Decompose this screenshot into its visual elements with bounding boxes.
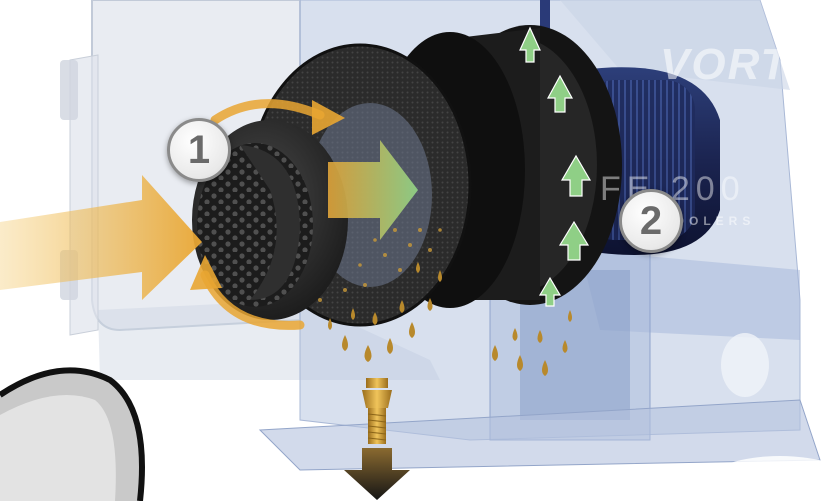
drain-fitting <box>362 378 392 444</box>
callout-stage-2: 2 <box>619 189 683 253</box>
intake-arrow <box>0 175 202 300</box>
rotation-arrowhead-bottom <box>190 255 222 290</box>
perforated-disc <box>192 120 348 320</box>
rotation-arrowhead-top <box>312 100 345 135</box>
callout-stage-1: 1 <box>167 118 231 182</box>
brand-watermark: VORTEX <box>660 40 838 89</box>
flow-arrow <box>328 140 418 240</box>
exhaust-arrows <box>519 26 592 307</box>
mount-hole <box>710 456 838 501</box>
duct-pipe <box>0 367 145 501</box>
oil-mist-dots <box>318 228 442 302</box>
oil-droplets <box>328 262 572 376</box>
drain-arrow <box>344 448 410 500</box>
